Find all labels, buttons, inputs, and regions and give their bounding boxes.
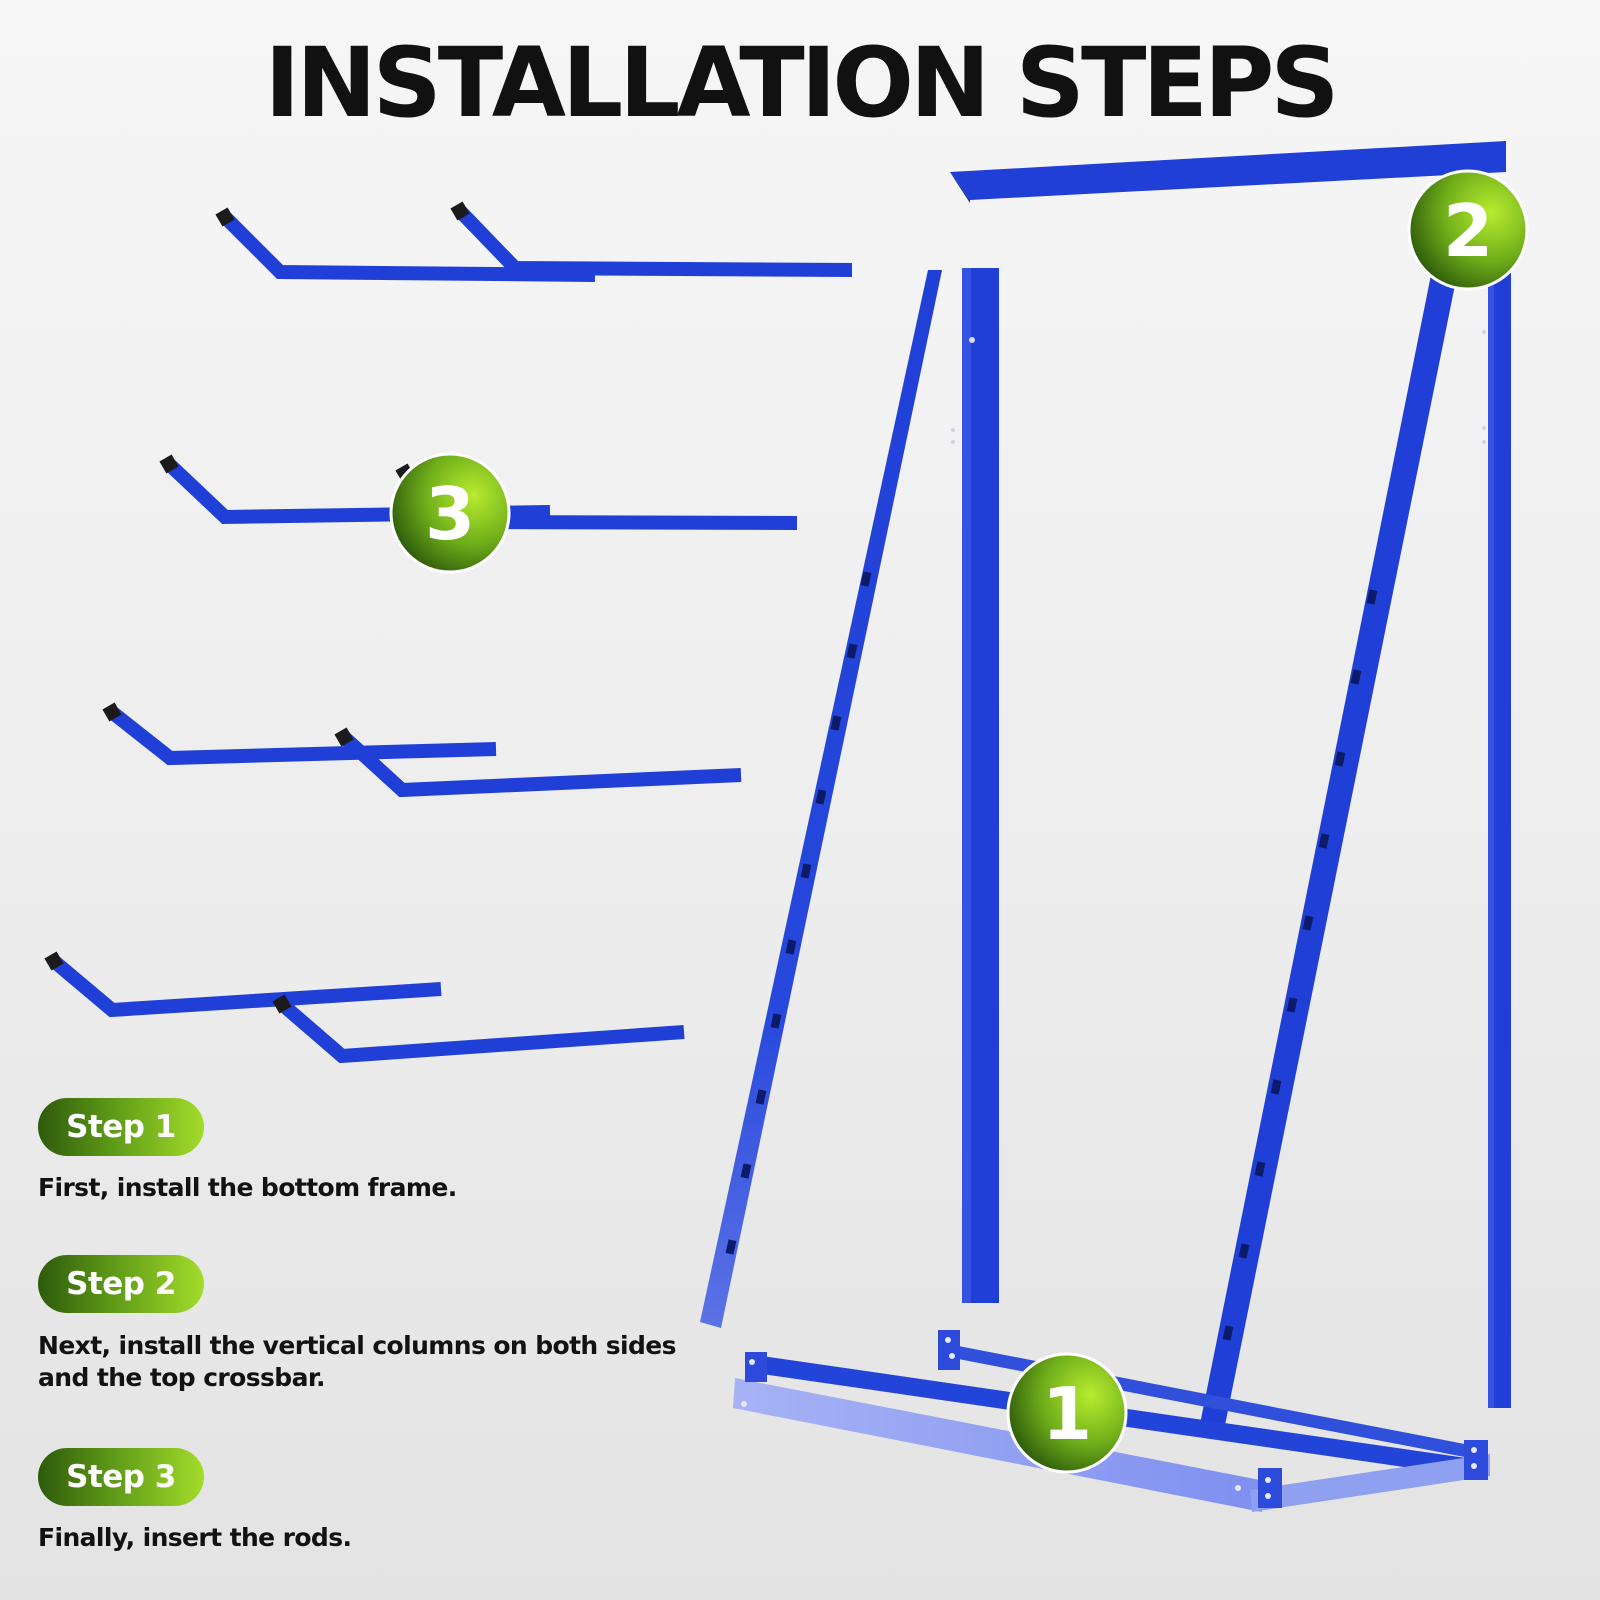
marker-2: 2 [1407, 169, 1529, 291]
right-slanted-post [1198, 270, 1458, 1440]
step-3-badge: Step 3 [38, 1448, 204, 1506]
marker-2-number: 2 [1443, 189, 1493, 273]
rod-2 [455, 207, 853, 277]
top-crossbar [950, 141, 1506, 203]
step-2-description: Next, install the vertical columns on bo… [38, 1331, 677, 1392]
marker-1: 1 [1006, 1352, 1128, 1474]
marker-3-number: 3 [425, 472, 475, 556]
step-3-description: Finally, insert the rods. [38, 1523, 352, 1552]
rod-8 [278, 999, 685, 1064]
marker-1-number: 1 [1042, 1372, 1092, 1456]
rod-end-caps [44, 201, 470, 1014]
step-1-description: First, install the bottom frame. [38, 1173, 457, 1202]
right-vertical-post [1482, 268, 1511, 1408]
rod-5 [108, 707, 497, 766]
page-title: INSTALLATION STEPS [264, 27, 1340, 139]
right-post-slots [1222, 589, 1378, 1341]
marker-3: 3 [389, 452, 511, 574]
rod-6 [340, 732, 742, 798]
step-1-badge: Step 1 [38, 1098, 204, 1156]
left-vertical-post [951, 268, 999, 1303]
left-post-slots [725, 571, 872, 1255]
rod-7 [50, 956, 442, 1018]
rod-1 [221, 213, 596, 282]
step-2-badge: Step 2 [38, 1255, 204, 1313]
rods-group [50, 207, 853, 1064]
